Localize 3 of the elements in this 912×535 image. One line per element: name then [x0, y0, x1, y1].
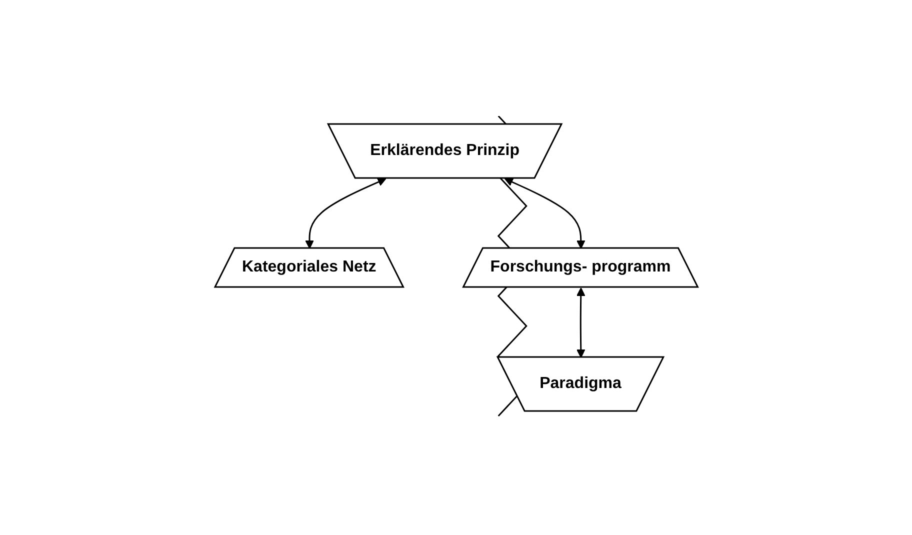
arrow: [304, 178, 386, 249]
arrow: [504, 178, 585, 249]
arrow: [576, 288, 585, 358]
